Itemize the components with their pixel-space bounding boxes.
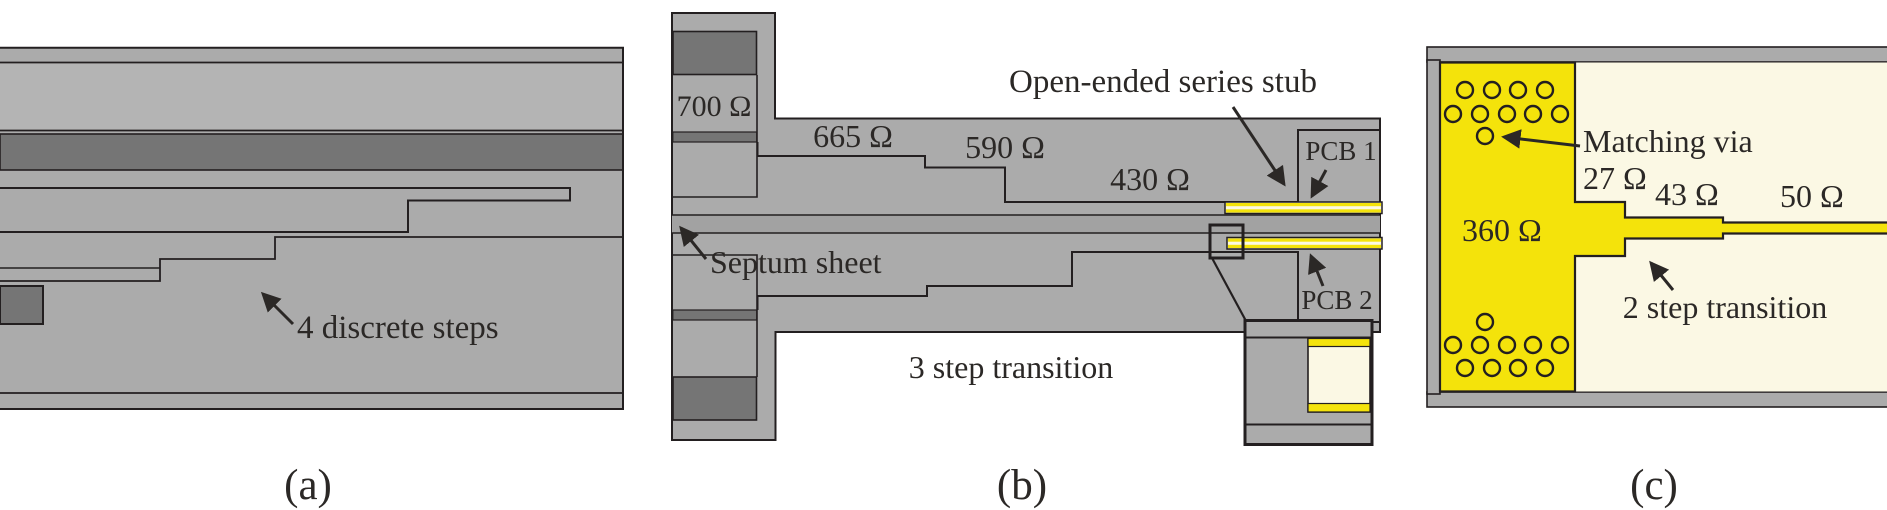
via-hole (1455, 80, 1475, 100)
pcb2-substrate (1226, 236, 1383, 250)
impedance-590-label: 590 Ω (965, 129, 1045, 165)
caption-b: (b) (997, 462, 1047, 509)
impedance-700-label: 700 Ω (677, 90, 752, 123)
stub-inset-copper-top (1307, 337, 1371, 348)
via-hole (1497, 104, 1517, 124)
septum-annotation-arrow (679, 225, 708, 260)
pcb2-arrow (1308, 253, 1327, 287)
panel-a-step-outline-upper (0, 187, 571, 233)
pcb1-copper-top (1226, 203, 1381, 207)
panel-b-bottom-flange-line (672, 254, 758, 377)
panel-b-bottom-flange-block (672, 376, 758, 421)
panel-c: Matching via 27 Ω 43 Ω 50 Ω 360 Ω 2 step… (1426, 46, 1887, 509)
matching-via-hole (1475, 126, 1495, 146)
caption-c: (c) (1630, 462, 1678, 509)
pcb2-label: PCB 2 (1301, 285, 1372, 315)
via-hole (1523, 335, 1543, 355)
caption-a: (a) (284, 462, 332, 509)
impedance-665-label: 665 Ω (813, 118, 893, 154)
via-hole (1535, 358, 1555, 378)
via-group-bottom (1443, 312, 1570, 378)
stub-annotation-arrow (1231, 106, 1286, 187)
via-hole (1523, 104, 1543, 124)
septum-sheet-lines (672, 214, 1380, 234)
via-hole (1470, 335, 1490, 355)
via-hole (1443, 104, 1463, 124)
transition-3step-label: 3 step transition (909, 349, 1113, 385)
stub-inset-copper-bottom (1307, 402, 1371, 413)
stub-annotation-label: Open-ended series stub (1009, 64, 1317, 100)
via-hole (1443, 335, 1463, 355)
panel-a-dark-block (0, 285, 44, 325)
impedance-43-label: 43 Ω (1655, 176, 1719, 212)
via-hole (1455, 358, 1475, 378)
panel-b-step-outline-bottom (756, 251, 1380, 323)
via-hole (1475, 312, 1495, 332)
matching-via-arrow (1501, 129, 1581, 149)
transition-2step-arrow (1649, 260, 1675, 291)
impedance-360-label: 360 Ω (1462, 212, 1542, 248)
impedance-50-label: 50 Ω (1780, 178, 1844, 214)
panel-b-top-flange-line (672, 75, 758, 198)
pcb2-strip (1226, 236, 1383, 250)
panel-c-frame-top (1426, 46, 1887, 63)
via-hole (1508, 80, 1528, 100)
copper-patch-and-microstrip (1438, 61, 1887, 393)
via-hole (1470, 104, 1490, 124)
steps-annotation-arrow (260, 291, 295, 326)
panel-a-upper-band (0, 63, 623, 130)
impedance-430-label: 430 Ω (1110, 161, 1190, 197)
panel-b-step-outline-top (756, 129, 1380, 203)
pcb1-strip (1224, 201, 1383, 215)
pcb2-copper-top (1228, 238, 1381, 242)
panel-c-frame-bottom (1426, 391, 1887, 408)
via-hole (1550, 335, 1570, 355)
pcb2-copper-bottom (1228, 244, 1381, 248)
via-hole (1535, 80, 1555, 100)
magnifier-callout-line (1211, 257, 1247, 322)
impedance-27-label: 27 Ω (1583, 160, 1647, 196)
panel-a-border (0, 46, 624, 410)
pcb1-arrow (1310, 169, 1329, 199)
magnifier-box (1208, 223, 1245, 260)
via-hole (1550, 104, 1570, 124)
transition-2step-label: 2 step transition (1623, 289, 1827, 325)
panel-b-top-flange-block (672, 30, 758, 76)
matching-via-label: Matching via (1583, 123, 1753, 159)
stub-inset-wall-lines (1246, 336, 1371, 426)
panel-a: 4 discrete steps (a) (0, 46, 624, 509)
via-group-top (1443, 80, 1570, 146)
pcb1-substrate (1224, 201, 1383, 215)
via-hole (1482, 358, 1502, 378)
via-hole (1508, 358, 1528, 378)
septum-annotation-label: Septum sheet (710, 244, 882, 280)
panel-c-frame-left (1426, 59, 1441, 395)
panel-b: 700 Ω 665 Ω 590 Ω 430 Ω Open-ended serie… (671, 12, 1383, 509)
panel-b-bottom-gasket-strip (672, 309, 758, 321)
pcb1-label: PCB 1 (1305, 136, 1376, 166)
stub-inset-substrate (1307, 337, 1371, 413)
septum-sheet (672, 215, 1380, 233)
steps-annotation-label: 4 discrete steps (297, 310, 499, 346)
panel-a-step-outline-lower (0, 236, 624, 282)
pcb1-copper-bottom (1226, 209, 1381, 213)
stub-inset (1243, 319, 1374, 446)
via-hole (1497, 335, 1517, 355)
panel-a-dark-channel (0, 133, 624, 171)
via-hole (1482, 80, 1502, 100)
panel-b-top-gasket-strip (672, 131, 758, 143)
